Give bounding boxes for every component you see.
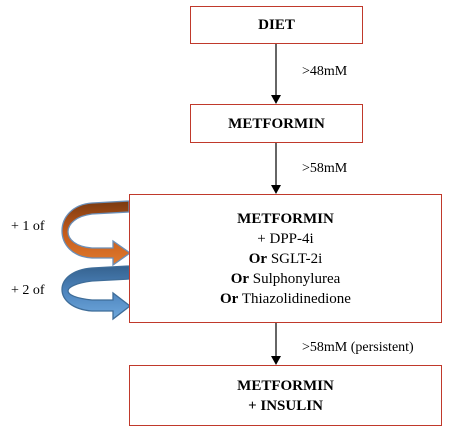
arrow-metformin-to-combo — [271, 143, 281, 194]
combo-option-text: SGLT-2i — [270, 250, 323, 267]
combo-option-dpp4i: + DPP-4i — [257, 230, 314, 247]
or-keyword: Or — [230, 270, 250, 287]
curved-arrow-orange-icon — [61, 200, 132, 267]
threshold-label-1: >48mM — [302, 64, 348, 79]
side-label-plus-one: + 1 of — [11, 219, 45, 234]
step-diet-box: DIET — [190, 6, 363, 44]
combo-title: METFORMIN — [237, 210, 334, 227]
combo-option-thiazolidinedione: Or Thiazolidinedione — [220, 289, 351, 309]
combo-option-sglt2i: Or SGLT-2i — [249, 249, 323, 269]
combo-option-text: Sulphonylurea — [252, 270, 341, 287]
threshold-label-3: >58mM (persistent) — [302, 340, 414, 355]
step-diet-label: DIET — [258, 17, 295, 33]
side-label-plus-two: + 2 of — [11, 283, 45, 298]
step-combination-box: METFORMIN + DPP-4i Or SGLT-2i Or Sulphon… — [129, 194, 442, 323]
combo-option-text: Thiazolidinedione — [241, 290, 351, 307]
step-insulin-box: METFORMIN + INSULIN — [129, 365, 442, 426]
step-metformin-label: METFORMIN — [228, 115, 325, 132]
curved-arrow-blue-icon — [61, 265, 132, 321]
arrow-combo-to-insulin — [271, 323, 281, 365]
arrow-diet-to-metformin — [271, 44, 281, 104]
insulin-line-2: + INSULIN — [248, 397, 323, 414]
or-keyword: Or — [220, 290, 239, 307]
threshold-label-2: >58mM — [302, 161, 348, 176]
or-keyword: Or — [248, 250, 268, 267]
combo-option-sulphonylurea: Or Sulphonylurea — [231, 269, 341, 289]
insulin-line-1: METFORMIN — [237, 377, 334, 394]
step-metformin-box: METFORMIN — [190, 104, 363, 143]
